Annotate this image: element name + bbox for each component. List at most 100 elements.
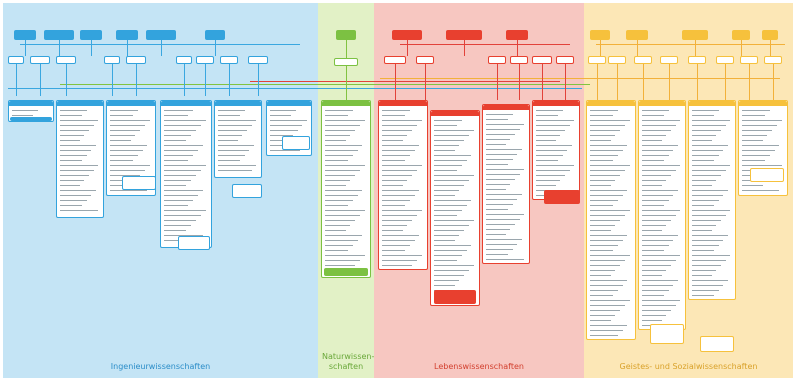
card-text-line bbox=[110, 165, 150, 166]
card-text-line bbox=[486, 169, 525, 170]
card-text-line bbox=[325, 215, 361, 216]
card-text-line bbox=[692, 190, 728, 191]
card-text-line bbox=[434, 170, 458, 171]
card-text-line bbox=[590, 215, 626, 216]
card-text-line bbox=[60, 120, 99, 121]
card-text-line bbox=[325, 125, 361, 126]
card-text-line bbox=[742, 145, 780, 146]
card-text-line bbox=[164, 145, 203, 146]
institute-card bbox=[378, 100, 428, 270]
card-text-line bbox=[590, 285, 623, 286]
card-text-line bbox=[590, 155, 618, 156]
connector-line bbox=[669, 64, 670, 100]
card-text-line bbox=[325, 245, 353, 246]
card-text-line bbox=[742, 135, 768, 136]
card-text-line bbox=[536, 180, 561, 181]
card-text-line bbox=[325, 200, 353, 201]
card-text-line bbox=[325, 205, 349, 206]
card-text-line bbox=[60, 125, 94, 126]
subunit-box bbox=[176, 56, 192, 64]
card-text-line bbox=[590, 140, 611, 141]
connector-line bbox=[205, 64, 206, 96]
card-text-line bbox=[536, 125, 570, 126]
card-text-line bbox=[642, 300, 681, 301]
card-text-line bbox=[590, 295, 614, 296]
card-text-line bbox=[590, 225, 616, 226]
card-text-line bbox=[382, 265, 413, 266]
card-text-line bbox=[164, 180, 191, 181]
institute-card bbox=[56, 100, 104, 218]
card-text-line bbox=[60, 160, 83, 161]
subunit-box bbox=[126, 56, 146, 64]
card-header bbox=[215, 101, 261, 106]
institute-card bbox=[482, 104, 530, 264]
card-text-line bbox=[486, 249, 513, 250]
card-text-line bbox=[590, 165, 630, 166]
institute-card bbox=[532, 100, 580, 200]
card-text-line bbox=[692, 220, 721, 221]
faculty-header-box bbox=[146, 30, 176, 40]
card-text-line bbox=[590, 290, 618, 291]
card-text-line bbox=[590, 250, 614, 251]
card-text-line bbox=[60, 135, 85, 136]
card-text-line bbox=[325, 175, 356, 176]
card-text-line bbox=[642, 150, 674, 151]
card-text-line bbox=[742, 155, 770, 156]
card-text-line bbox=[536, 165, 575, 166]
card-text-line bbox=[590, 150, 623, 151]
institute-card bbox=[638, 100, 686, 330]
card-text-line bbox=[434, 280, 460, 281]
card-text-line bbox=[434, 220, 474, 221]
card-text-line bbox=[642, 170, 676, 171]
card-text-line bbox=[270, 135, 294, 136]
connector-line bbox=[20, 44, 300, 45]
card-text-line bbox=[590, 315, 616, 316]
card-text-line bbox=[325, 210, 365, 211]
card-text-line bbox=[218, 165, 257, 166]
card-text-line bbox=[164, 115, 188, 116]
card-text-line bbox=[590, 170, 626, 171]
connector-line bbox=[346, 66, 347, 100]
card-text-line bbox=[486, 154, 518, 155]
card-text-line bbox=[325, 250, 349, 251]
card-text-line bbox=[164, 235, 203, 236]
subunit-box bbox=[384, 56, 406, 64]
connector-line bbox=[229, 64, 230, 96]
card-text-line bbox=[692, 225, 717, 226]
card-text-line bbox=[742, 190, 780, 191]
card-text-line bbox=[590, 245, 618, 246]
card-text-line bbox=[692, 165, 731, 166]
card-text-line bbox=[692, 240, 724, 241]
card-text-line bbox=[486, 219, 520, 220]
card-text-line bbox=[434, 275, 465, 276]
label-strip bbox=[544, 190, 580, 204]
subunit-box bbox=[56, 56, 76, 64]
card-text-line bbox=[325, 165, 365, 166]
card-text-line bbox=[590, 135, 616, 136]
connector-line bbox=[425, 64, 426, 100]
card-text-line bbox=[536, 130, 565, 131]
card-text-line bbox=[486, 199, 518, 200]
card-text-line bbox=[60, 175, 89, 176]
card-text-line bbox=[486, 204, 513, 205]
card-text-line bbox=[536, 120, 575, 121]
card-text-line bbox=[325, 225, 351, 226]
card-text-line bbox=[382, 225, 408, 226]
card-text-line bbox=[164, 120, 206, 121]
card-text-line bbox=[164, 190, 203, 191]
card-text-line bbox=[692, 125, 726, 126]
card-text-line bbox=[536, 175, 565, 176]
card-text-line bbox=[692, 260, 726, 261]
card-text-line bbox=[590, 205, 614, 206]
card-header bbox=[9, 101, 53, 106]
card-text-line bbox=[434, 125, 458, 126]
card-text-line bbox=[486, 194, 522, 195]
card-text-line bbox=[486, 229, 511, 230]
faculty-header-box bbox=[392, 30, 422, 40]
connector-line bbox=[497, 64, 498, 100]
card-text-line bbox=[536, 155, 563, 156]
connector-line bbox=[59, 40, 60, 56]
card-text-line bbox=[590, 310, 621, 311]
card-text-line bbox=[60, 185, 80, 186]
